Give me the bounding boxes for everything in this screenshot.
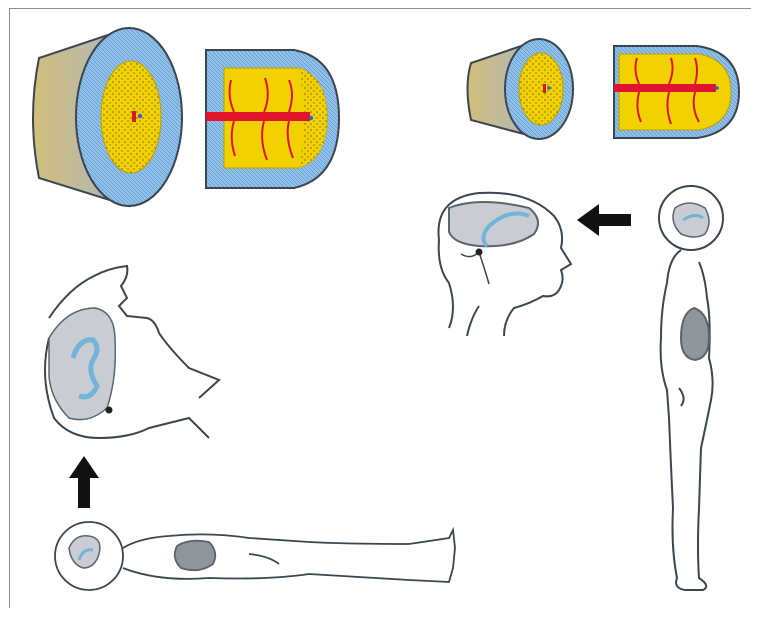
cord-cylinder-lying — [33, 28, 182, 206]
figure-frame — [9, 8, 751, 608]
arrow-up-to-lying-head — [69, 456, 99, 508]
central-canal-dot — [138, 114, 142, 118]
cord-cylinder-standing — [468, 39, 574, 139]
central-canal-vessel — [132, 111, 136, 122]
longitudinal-vessel — [206, 112, 310, 121]
head-standing-enlarged — [439, 193, 572, 336]
cord-block-standing — [614, 46, 739, 138]
figure-canvas — [9, 8, 751, 608]
head-lying-enlarged — [45, 266, 219, 438]
head-node-lying — [106, 407, 113, 414]
body-lying — [55, 522, 455, 590]
head-node-standing — [476, 249, 483, 256]
cord-block-lying — [206, 50, 339, 188]
arrow-left-to-standing-head — [577, 204, 631, 236]
body-standing — [659, 186, 723, 590]
